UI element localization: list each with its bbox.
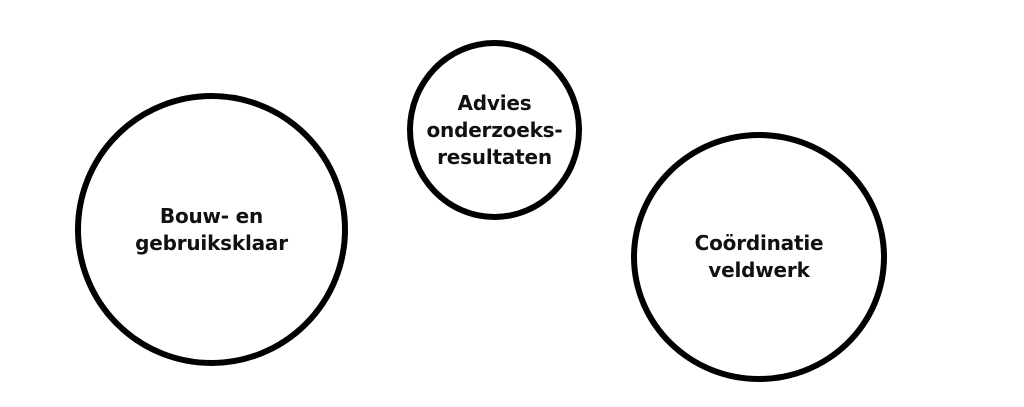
label-line: Coördinatie [694,231,824,255]
label-line: gebruiksklaar [135,230,288,255]
circle-label-advies: Advies onderzoeks- resultaten [427,90,563,171]
circle-advies-onderzoeksresultaten: Advies onderzoeks- resultaten [407,40,582,220]
label-line: veldwerk [708,258,810,282]
circle-bouw-en-gebruiksklaar: Bouw- en gebruiksklaar [75,93,348,366]
circle-coordinatie-veldwerk: Coördinatie veldwerk [631,132,887,382]
label-line: Bouw- en [159,203,264,228]
circle-label-bouw: Bouw- en gebruiksklaar [135,203,288,257]
label-line: resultaten [437,144,552,169]
label-line: onderzoeks- [426,117,563,142]
circle-label-coordinatie: Coördinatie veldwerk [695,230,824,284]
label-line: Advies [457,90,532,115]
